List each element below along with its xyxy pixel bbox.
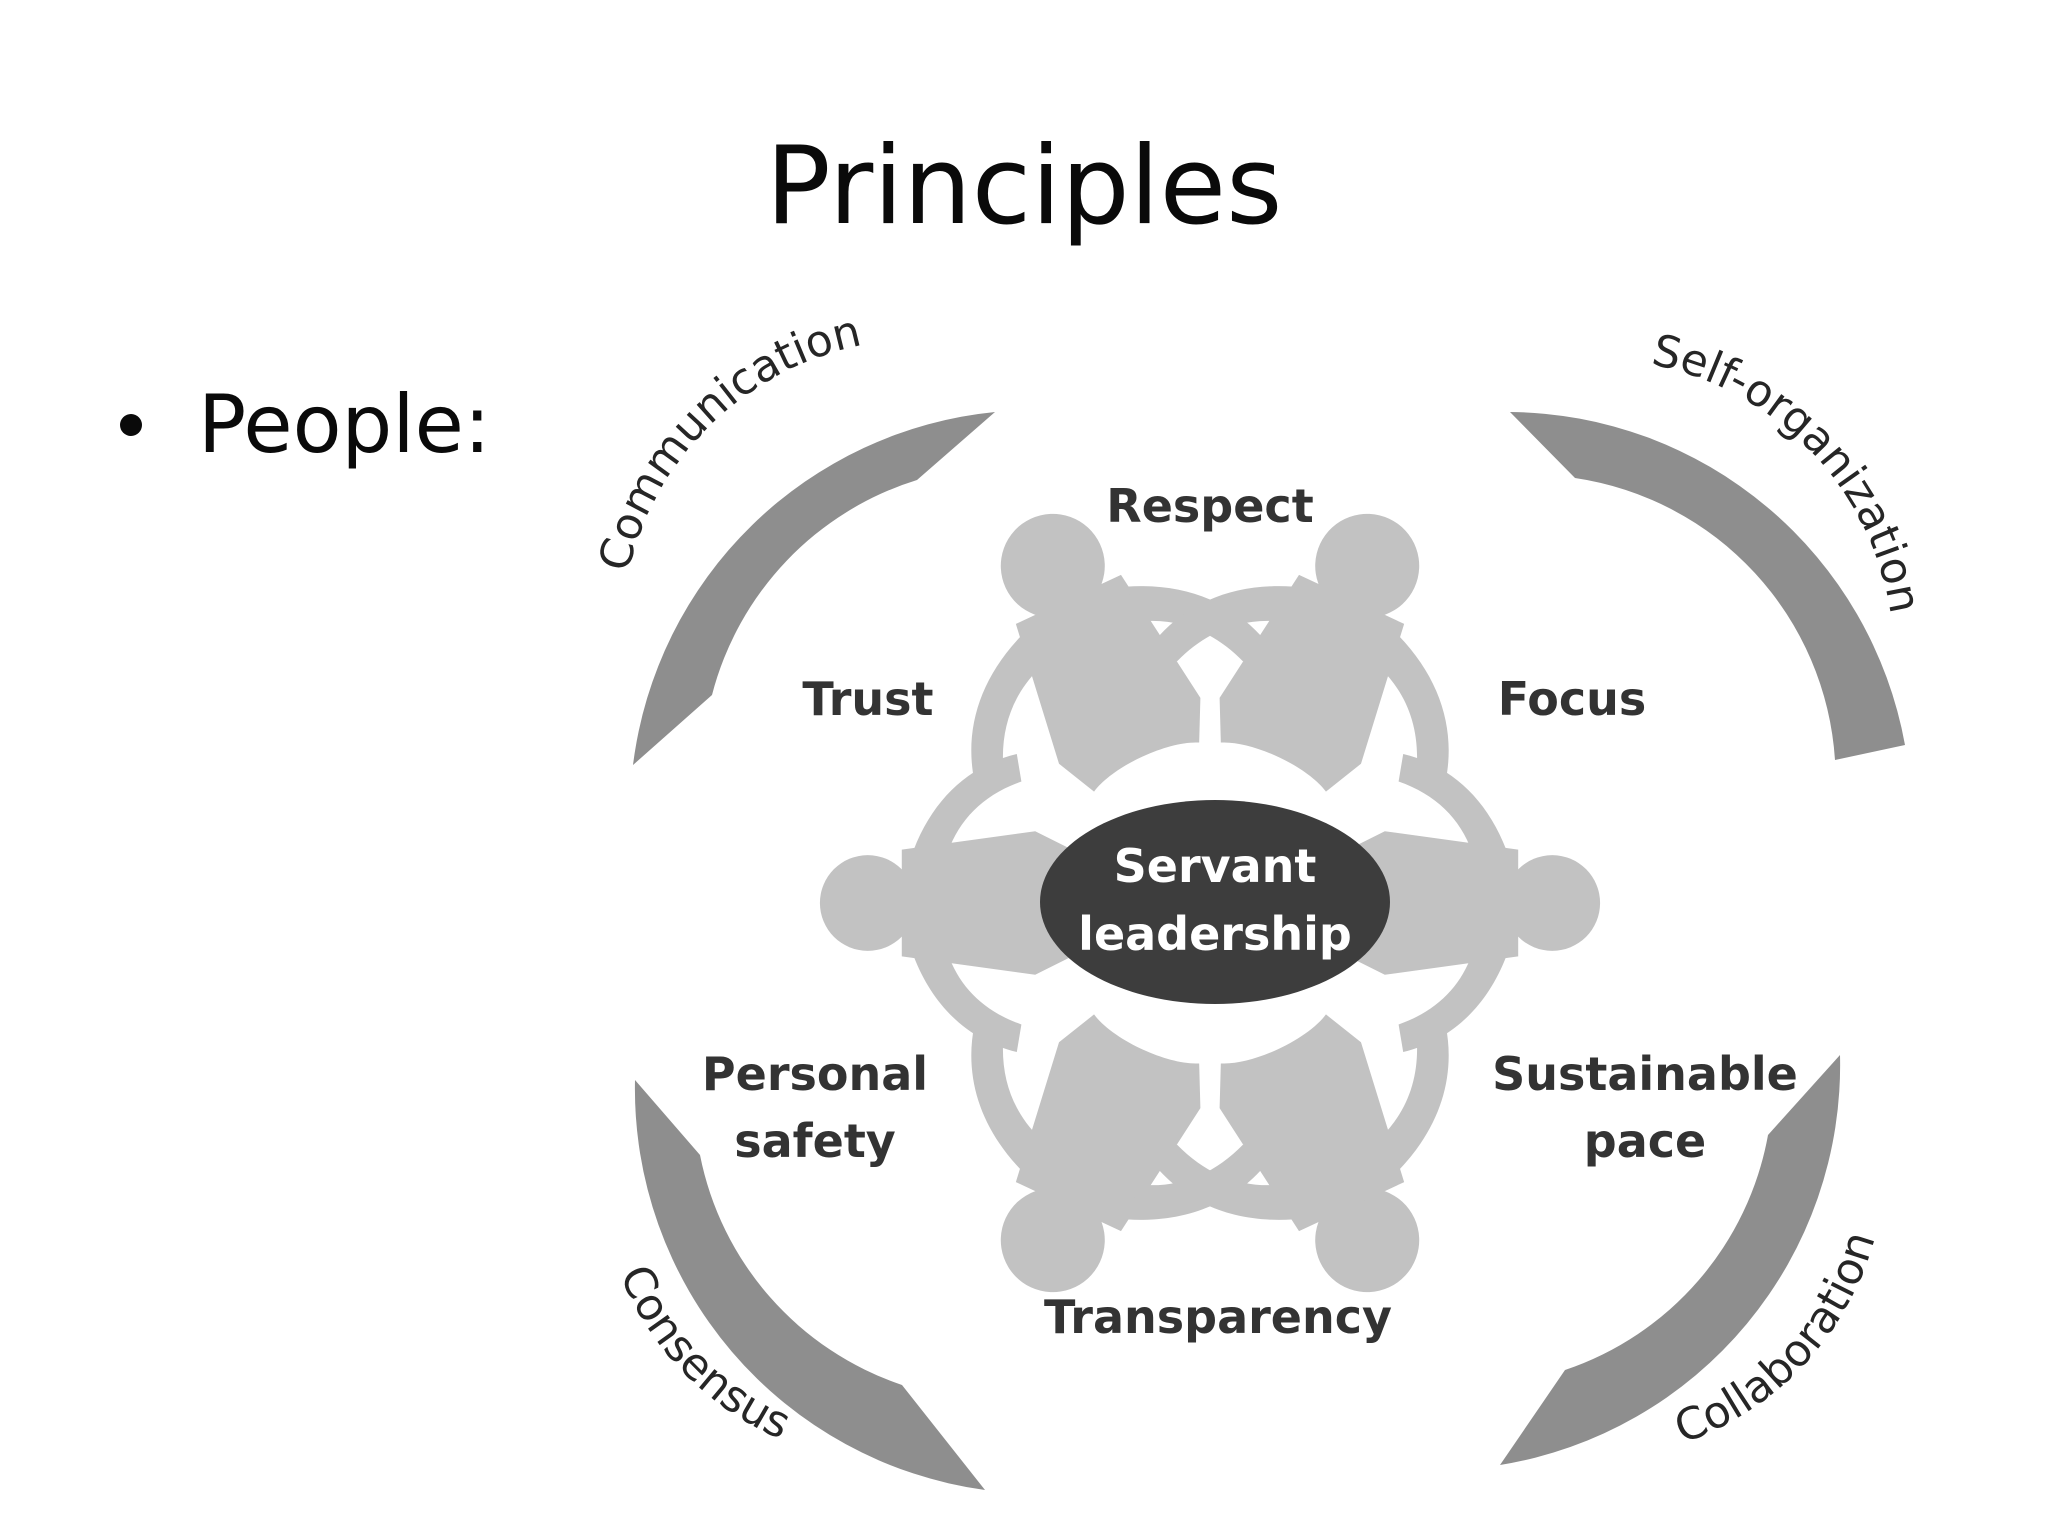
label-personal-safety-line-1: Personal [702,1047,928,1101]
label-trust: Trust [802,672,933,726]
bullet-list: People: [120,378,491,471]
arc-band-top-left [633,412,995,765]
arc-band-bottom-right [1500,1055,1841,1465]
arc-label-communication: Communication [589,306,866,577]
slide-title: Principles [765,124,1283,249]
center-label-line-1: Servant [1114,839,1317,893]
center-ellipse [1040,800,1390,1004]
label-sustainable-pace-line-2: pace [1584,1114,1706,1168]
bullet-item-people: People: [120,378,491,471]
label-sustainable-pace-line-1: Sustainable [1492,1047,1798,1101]
bullet-text: People: [198,378,491,471]
arc-band-top-right [1510,412,1905,760]
arc-band-bottom-left [634,1080,985,1490]
label-personal-safety-line-2: safety [734,1114,896,1168]
label-transparency: Transparency [1044,1290,1392,1344]
label-focus: Focus [1498,672,1647,726]
person-figure-6 [819,753,1072,1053]
label-respect: Respect [1106,479,1313,533]
bullet-dot-icon [120,413,142,436]
center-label-line-2: leadership [1078,907,1352,961]
